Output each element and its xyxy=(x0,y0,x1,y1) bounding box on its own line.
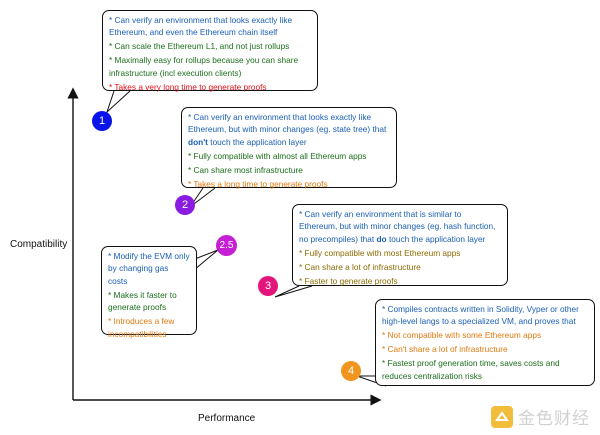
bubble-2-5-line-2: * Makes it faster to generate proofs xyxy=(108,289,177,313)
bubble-2-5: * Modify the EVM only by changing gas co… xyxy=(101,246,197,339)
bubble1-tail xyxy=(105,90,131,114)
bubble-4-line-3: * Can't share a lot of infrastructure xyxy=(382,344,508,355)
bubble-4-line-4: * Fastest proof generation time, saves c… xyxy=(382,358,560,381)
bubble-3-line-4: * Faster to generate proofs xyxy=(299,275,398,286)
bubble-2-5-line-1: * Modify the EVM only by changing gas co… xyxy=(108,251,190,286)
bubble-4-line-2: * Not compatible with some Ethereum apps xyxy=(382,330,542,341)
node-2-5: 2.5 xyxy=(216,235,237,256)
bubble-2: * Can verify an environment that looks e… xyxy=(181,107,397,189)
bubble-3-line-1: * Can verify an environment that is simi… xyxy=(299,208,501,245)
bubble-1-line-3: * Maximally easy for rollups because you… xyxy=(109,55,299,78)
bubble-2-line-1: * Can verify an environment that looks e… xyxy=(188,111,390,148)
node-1: 1 xyxy=(92,111,112,131)
bubble-2-line-1-a: * Can verify an environment that looks e… xyxy=(188,112,387,135)
bubble-2-5-line-3: * Introduces a few incompatibilities xyxy=(108,316,175,339)
bubble-1-line-2: * Can scale the Ethereum L1, and not jus… xyxy=(109,41,290,52)
bubble-4-line-1: * Compiles contracts written in Solidity… xyxy=(382,304,579,327)
bubble-1-line-4: * Takes a very long time to generate pro… xyxy=(109,81,267,92)
bubble-3-line-1-a: * Can verify an environment that is simi… xyxy=(299,209,496,244)
node-4: 4 xyxy=(341,361,361,381)
bubble-2-line-2: * Fully compatible with almost all Ether… xyxy=(188,150,367,161)
bubble-1: * Can verify an environment that looks e… xyxy=(102,10,318,92)
watermark-text: 金色财经 xyxy=(518,409,590,429)
bubble-2-line-1-b: touch the application layer xyxy=(210,136,307,147)
bubble-2-line-1-bold: don't xyxy=(188,136,208,147)
watermark: 金色财经 xyxy=(491,404,590,429)
node-3: 3 xyxy=(258,276,278,296)
bubble-3-line-1-b: touch the application layer xyxy=(388,233,486,244)
bubble-3-line-3: * Can share a lot of infrastructure xyxy=(299,261,421,272)
bubble-2-line-4: * Takes a long time to generate proofs xyxy=(188,178,328,189)
bubble-3-line-1-bold: do xyxy=(376,233,387,244)
x-axis-label: Performance xyxy=(198,413,256,424)
bubble-4: * Compiles contracts written in Solidity… xyxy=(375,299,595,386)
bubble-2-line-3: * Can share most infrastructure xyxy=(188,164,303,175)
bubble-3-line-2: * Fully compatible with most Ethereum ap… xyxy=(299,247,461,258)
node-2: 2 xyxy=(175,195,195,215)
y-axis-label: Compatibility xyxy=(10,239,68,250)
bubble3-tail xyxy=(274,285,313,298)
watermark-logo-icon xyxy=(491,405,513,428)
bubble-3: * Can verify an environment that is simi… xyxy=(292,204,508,286)
bubble-1-line-1: * Can verify an environment that looks e… xyxy=(109,15,293,38)
